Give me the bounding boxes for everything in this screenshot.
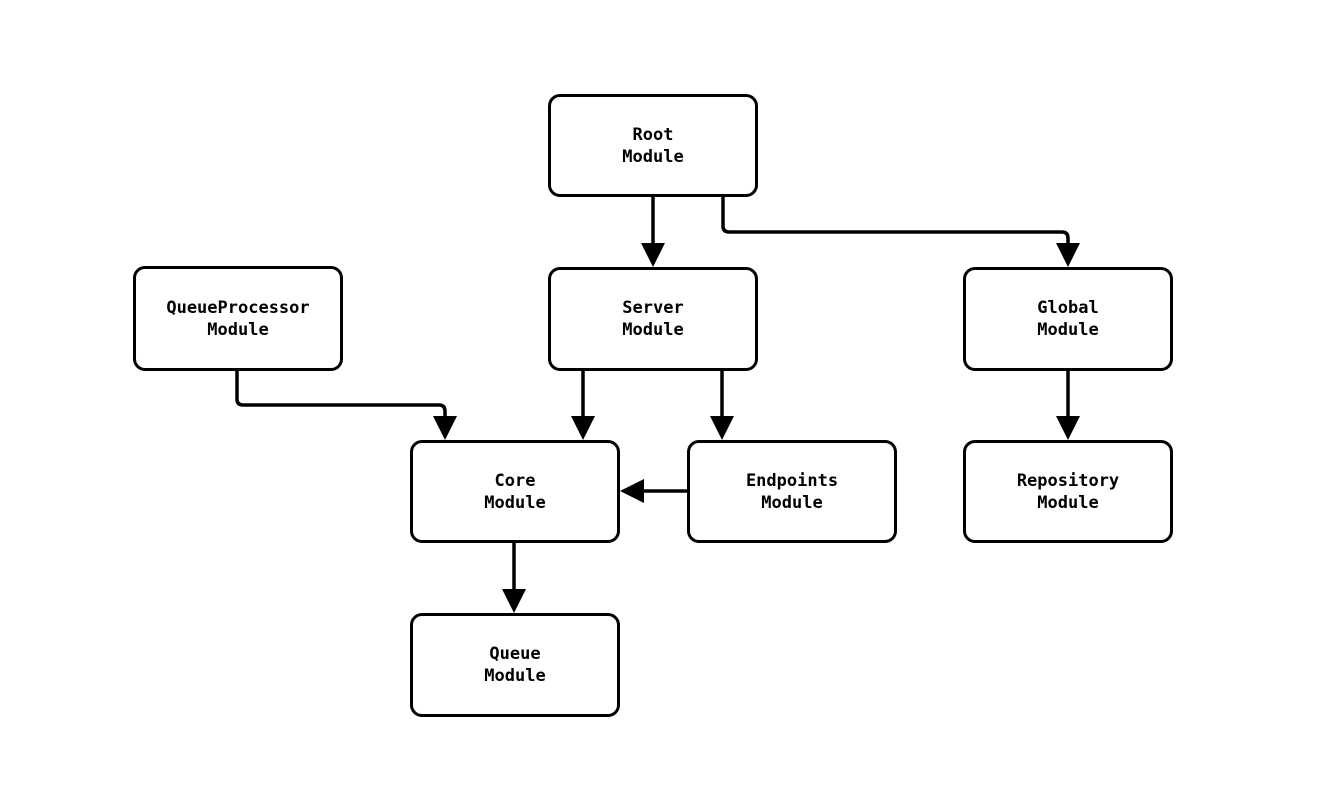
node-endpoints-module-label-line1: Endpoints	[745, 470, 839, 491]
node-global-module-label-line1: Global	[1037, 298, 1099, 318]
node-server-module[interactable]: Server Module	[548, 267, 758, 371]
node-queueprocessor-module-label-line2: Module	[207, 319, 269, 340]
edge-queueprocessor-to-core	[235, 371, 457, 440]
edge-server-to-core	[571, 371, 595, 440]
node-repository-module-label-line2: Module	[1037, 492, 1099, 513]
node-server-module-label-line2: Module	[622, 320, 684, 340]
edge-server-to-endpoints	[710, 371, 734, 440]
node-endpoints-module[interactable]: Endpoints Module	[687, 440, 897, 543]
node-repository-module-label-line1: Repository	[1016, 470, 1120, 491]
edge-endpoints-to-core	[620, 479, 687, 503]
node-core-module-label-line2: Module	[484, 492, 546, 513]
node-queue-module-label-line1: Queue	[489, 644, 541, 664]
node-root-module-label-line1: Root	[632, 124, 674, 145]
edge-root-to-global	[721, 197, 1080, 267]
node-queueprocessor-module-label-line1: QueueProcessor	[166, 297, 310, 318]
node-global-module-label-line2: Module	[1037, 320, 1099, 340]
node-endpoints-module-label-line2: Module	[761, 492, 823, 513]
node-queue-module-label-line2: Module	[484, 666, 546, 686]
node-global-module[interactable]: Global Module	[963, 267, 1173, 371]
node-root-module[interactable]: Root Module	[548, 94, 758, 197]
edge-core-to-queue	[502, 543, 526, 613]
node-server-module-label-line1: Server	[622, 298, 684, 318]
node-queueprocessor-module[interactable]: QueueProcessor Module	[133, 266, 343, 371]
node-core-module[interactable]: Core Module	[410, 440, 620, 543]
node-queue-module[interactable]: Queue Module	[410, 613, 620, 717]
edge-root-to-server	[641, 197, 665, 267]
node-core-module-label-line1: Core	[494, 470, 536, 491]
node-root-module-label-line2: Module	[622, 146, 684, 167]
node-repository-module[interactable]: Repository Module	[963, 440, 1173, 543]
edge-global-to-repository	[1056, 371, 1080, 440]
